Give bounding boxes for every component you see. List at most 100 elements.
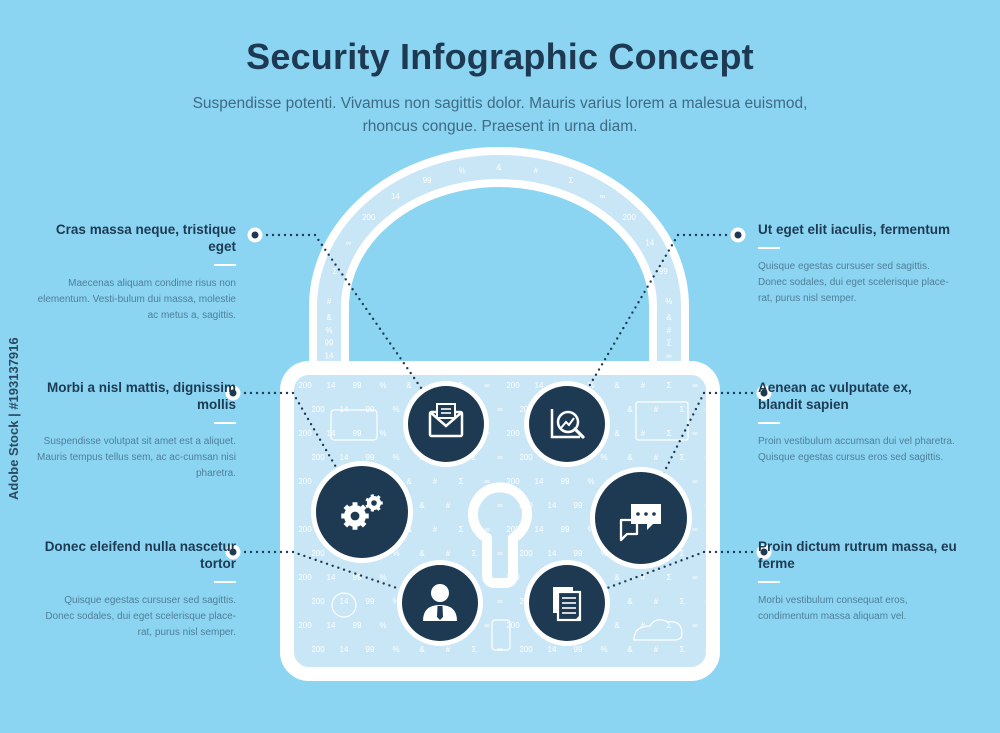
keyhole-icon: [468, 482, 532, 588]
pattern-glyph: %: [379, 573, 386, 582]
pattern-glyph: 99: [659, 267, 668, 276]
pattern-glyph: #: [654, 453, 659, 462]
person-head: [431, 584, 449, 602]
pattern-glyph: &: [419, 645, 425, 654]
pattern-glyph: %: [392, 597, 399, 606]
pattern-glyph: 200: [362, 213, 376, 222]
feature-circle: [402, 565, 478, 641]
body-outline: [280, 361, 720, 681]
feature-title: Ut eget elit iaculis, fermentum: [758, 222, 951, 237]
envelope-flap: [429, 411, 463, 428]
pattern-glyph: Σ: [680, 645, 685, 654]
pattern-glyph: ∞: [497, 549, 503, 558]
pattern-glyph: %: [665, 297, 672, 306]
pattern-glyph: Σ: [680, 453, 685, 462]
pattern-glyph: 99: [353, 381, 362, 390]
pattern-glyph: ∞: [345, 238, 351, 247]
feature-divider: [758, 247, 780, 249]
pattern-glyph: ∞: [484, 621, 490, 630]
pattern-glyph: 200: [298, 477, 312, 486]
pattern-glyph: ∞: [692, 621, 698, 630]
pattern-glyph: 200: [311, 405, 325, 414]
pattern-glyph: 200: [519, 405, 533, 414]
pattern-glyph: %: [379, 621, 386, 630]
pattern-glyph: 99: [353, 573, 362, 582]
pattern-glyph: &: [627, 645, 633, 654]
pattern-glyph: 14: [535, 477, 544, 486]
feature-node: [524, 560, 610, 646]
pattern-glyph: %: [392, 453, 399, 462]
pattern-glyph: 14: [325, 351, 334, 360]
pattern-glyph: 200: [519, 645, 533, 654]
pattern-glyph: #: [433, 525, 438, 534]
pattern-glyph: &: [614, 621, 620, 630]
chat-dot: [644, 512, 648, 516]
chart-axes: [550, 409, 580, 439]
envelope-icon: [428, 403, 464, 438]
pattern-glyph: %: [587, 477, 594, 486]
pattern-glyph: 99: [353, 621, 362, 630]
pattern-glyph: &: [627, 453, 633, 462]
pattern-glyph: 200: [506, 477, 520, 486]
pattern-glyph: 200: [298, 573, 312, 582]
card-outline-icon: [330, 409, 378, 441]
pattern-glyph: &: [614, 573, 620, 582]
pattern-glyph: %: [459, 166, 466, 175]
pattern-glyph: Σ: [332, 267, 337, 276]
feature-circle: [408, 386, 484, 462]
pattern-glyph: 14: [327, 621, 336, 630]
pattern-glyph: #: [667, 326, 672, 335]
pattern-glyph: #: [641, 381, 646, 390]
pattern-glyph: Σ: [459, 477, 464, 486]
keyhole-outline: [468, 482, 532, 588]
feature-node: [590, 467, 692, 569]
pattern-glyph: Σ: [667, 381, 672, 390]
pattern-glyph: %: [379, 381, 386, 390]
connector-dotted-line: [231, 550, 442, 605]
pattern-glyph: %: [392, 549, 399, 558]
pattern-glyph: #: [534, 166, 539, 175]
pattern-glyph: 200: [519, 453, 533, 462]
pattern-glyph: 200: [311, 453, 325, 462]
person-icon: [423, 584, 457, 621]
chart-magnifier-icon: [550, 409, 585, 439]
feature-block-1: Cras massa neque, tristique eget Maecena…: [36, 221, 236, 324]
feature-block-4: Ut eget elit iaculis, fermentum Quisque …: [758, 221, 958, 307]
pattern-glyph: Σ: [667, 339, 672, 348]
pattern-glyph: %: [600, 549, 607, 558]
pattern-glyph: Σ: [667, 621, 672, 630]
pattern-glyph: Σ: [680, 405, 685, 414]
gears-icon: [341, 494, 383, 530]
pattern-glyph: 200: [506, 429, 520, 438]
pattern-glyph: #: [641, 621, 646, 630]
feature-node: [397, 560, 483, 646]
document-fold: [575, 615, 580, 620]
feature-description: Proin vestibulum accumsan dui vel pharet…: [758, 436, 955, 463]
pattern-glyph: 99: [561, 525, 570, 534]
pattern-glyph: 200: [506, 381, 520, 390]
pattern-glyph: 14: [340, 645, 349, 654]
pattern-glyph: &: [326, 313, 332, 322]
pattern-glyph: %: [392, 645, 399, 654]
pattern-glyph: 200: [311, 549, 325, 558]
connector-endpoint-dot: [760, 548, 768, 556]
pattern-glyph: 99: [423, 176, 432, 185]
connector-dotted-line: [253, 233, 448, 426]
pattern-glyph: ∞: [497, 597, 503, 606]
pattern-glyph: 99: [366, 453, 375, 462]
pattern-glyph: ∞: [497, 453, 503, 462]
pattern-glyph: 200: [311, 645, 325, 654]
connector-dotted-line: [231, 391, 364, 514]
pattern-glyph: #: [641, 573, 646, 582]
feature-divider: [214, 581, 236, 583]
person-tie: [437, 606, 443, 620]
pattern-glyph: #: [654, 405, 659, 414]
document-front: [556, 590, 582, 622]
pattern-glyph: #: [641, 429, 646, 438]
feature-divider: [758, 581, 780, 583]
pattern-glyph: 14: [340, 597, 349, 606]
pattern-glyph: &: [627, 597, 633, 606]
pattern-glyph: 14: [548, 645, 557, 654]
chat-bubble-front: [631, 504, 661, 530]
